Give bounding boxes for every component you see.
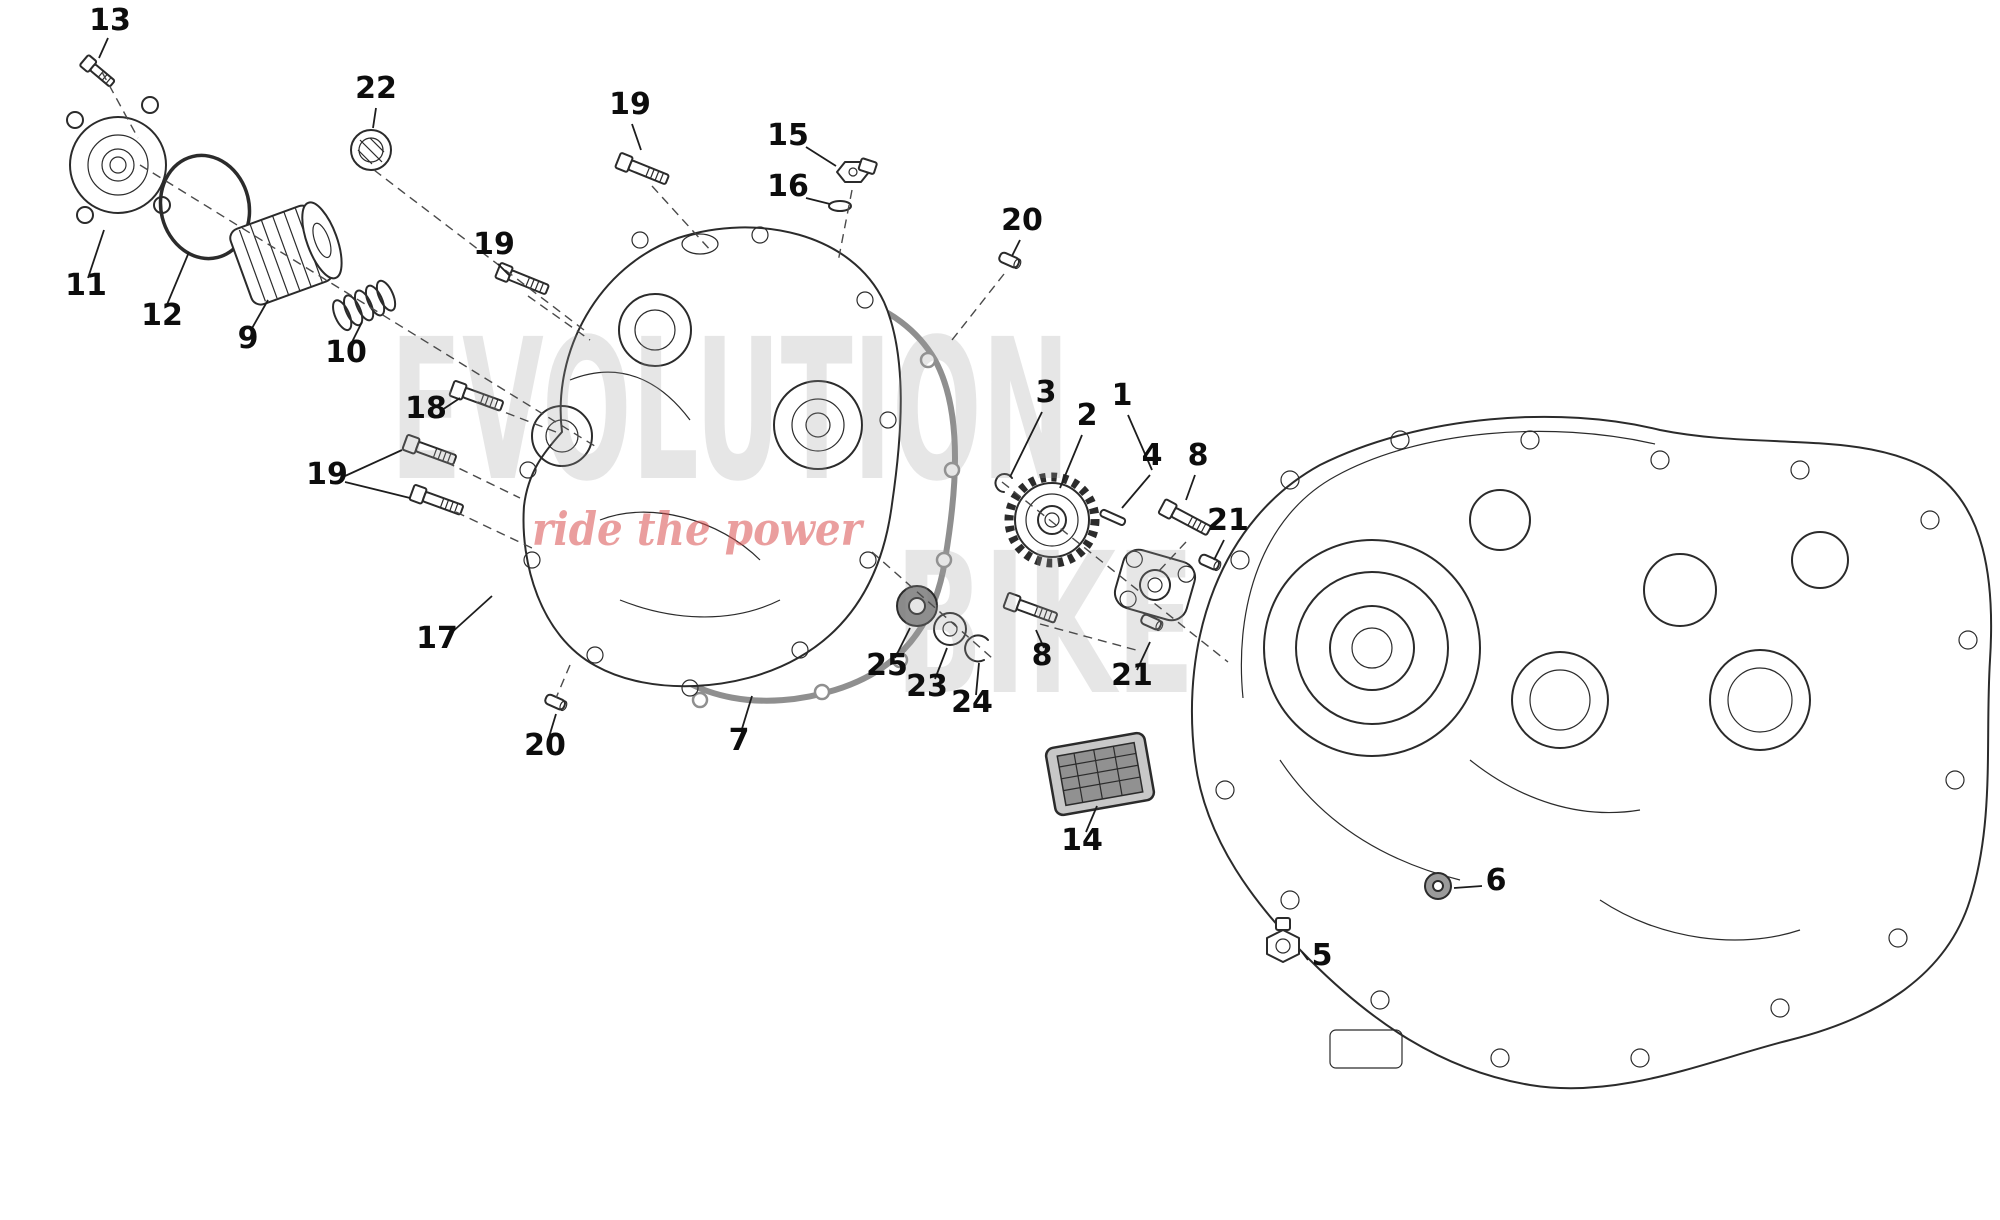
part-label-4: 4: [1142, 438, 1163, 473]
water-pump-bolt-graphic: [79, 54, 116, 88]
crankcase-half-graphic: [1190, 415, 1993, 1090]
alignment-axis: [455, 511, 533, 549]
leader-line: [1213, 539, 1225, 561]
leader-line: [165, 251, 190, 308]
leader-line: [1059, 434, 1083, 489]
leader-line: [1085, 805, 1098, 833]
part-label-22: 22: [355, 71, 397, 106]
part-label-16: 16: [767, 169, 809, 204]
sensor-o-ring-graphic: [828, 200, 852, 212]
sealing-washer-graphic: [1424, 872, 1452, 900]
part-label-17: 17: [416, 621, 458, 656]
leader-line: [894, 627, 911, 659]
leader-line: [1011, 239, 1021, 257]
drain-bolt-graphic: [1266, 917, 1300, 963]
leader-line: [1035, 629, 1045, 649]
leader-line: [250, 299, 269, 331]
part-label-23: 23: [906, 669, 948, 704]
part-label-8: 8: [1188, 438, 1209, 473]
part-label-15: 15: [767, 118, 809, 153]
circlip-3-graphic: [994, 473, 1013, 493]
leader-line: [350, 321, 363, 345]
leader-line: [934, 647, 948, 680]
leader-line: [98, 37, 109, 59]
alignment-axis: [101, 71, 139, 139]
watermark-text-line2: BIKE: [895, 511, 1195, 738]
part-label-1: 1: [1112, 378, 1133, 413]
alignment-axis: [1001, 481, 1229, 663]
alignment-axis: [445, 461, 521, 499]
leader-line: [1185, 474, 1196, 501]
part-label-6: 6: [1486, 863, 1507, 898]
watermark-tagline: ride the power: [532, 502, 865, 556]
clutch-cover-graphic: [519, 226, 902, 697]
leader-line: [497, 263, 511, 277]
oil-pump-cover-graphic: [1113, 548, 1197, 622]
part-label-7: 7: [729, 723, 750, 758]
part-label-8: 8: [1032, 638, 1053, 673]
oil-sensor-graphic: [836, 157, 878, 183]
part-label-19: 19: [473, 227, 515, 262]
part-label-20: 20: [524, 728, 566, 763]
leader-line: [344, 481, 411, 499]
part-label-20: 20: [1001, 203, 1043, 238]
part-label-2: 2: [1077, 398, 1098, 433]
strainer-screen-graphic: [1044, 731, 1156, 817]
part-label-18: 18: [405, 391, 447, 426]
alignment-axis: [1039, 623, 1137, 651]
part-label-9: 9: [238, 321, 259, 356]
part-label-11: 11: [65, 268, 107, 303]
oil-filter-graphic: [229, 201, 343, 306]
o-ring-graphic: [158, 153, 252, 261]
alignment-axis: [527, 295, 591, 341]
plug-cap-graphic: [350, 129, 392, 171]
leader-line: [548, 713, 557, 738]
water-pump-graphic: [66, 96, 171, 224]
leader-line: [87, 229, 105, 279]
leader-line: [449, 595, 493, 635]
leader-line: [372, 107, 377, 129]
part-label-21: 21: [1207, 503, 1249, 538]
leader-line: [344, 449, 403, 477]
part-label-13: 13: [89, 3, 131, 38]
leader-line: [805, 197, 831, 205]
circlip-24-graphic: [964, 634, 989, 663]
part-label-12: 12: [141, 298, 183, 333]
leader-line: [1121, 474, 1151, 509]
leader-line: [1009, 411, 1043, 478]
part-label-21: 21: [1111, 658, 1153, 693]
thrust-washer-graphic: [896, 585, 938, 627]
leader-line: [740, 695, 753, 733]
part-label-5: 5: [1312, 938, 1333, 973]
leader-line: [441, 397, 461, 411]
alignment-axis: [555, 664, 571, 699]
alignment-axis: [477, 401, 557, 433]
alignment-axis: [651, 185, 713, 253]
part-label-19: 19: [609, 87, 651, 122]
part-label-14: 14: [1061, 823, 1103, 858]
leader-line: [805, 146, 837, 167]
leader-line: [1453, 885, 1483, 889]
part-label-25: 25: [866, 648, 908, 683]
part-label-3: 3: [1036, 375, 1057, 410]
part-label-24: 24: [951, 685, 993, 720]
gear-pin-graphic: [1099, 508, 1127, 526]
alignment-axis: [837, 189, 853, 263]
washer-graphic: [933, 612, 967, 646]
alignment-axis: [871, 551, 993, 659]
oil-pump-gear-graphic: [1004, 472, 1100, 568]
alignment-axis: [951, 273, 1005, 341]
leader-line: [631, 123, 642, 151]
part-label-10: 10: [325, 335, 367, 370]
alignment-axis: [139, 164, 599, 449]
leader-line: [1136, 641, 1151, 671]
leader-line: [1127, 414, 1153, 471]
leader-line: [1301, 951, 1309, 961]
leader-line: [975, 662, 980, 696]
part-label-19: 19: [306, 457, 348, 492]
alignment-axis: [1157, 541, 1187, 573]
